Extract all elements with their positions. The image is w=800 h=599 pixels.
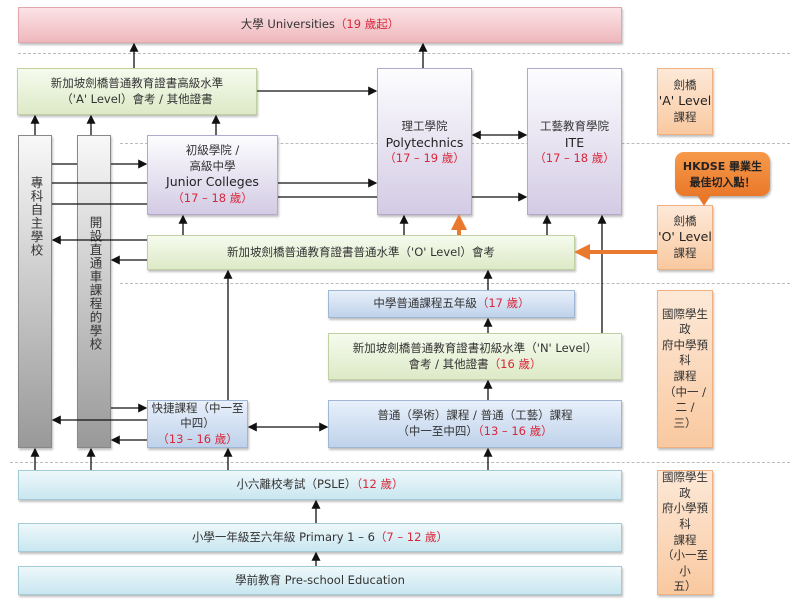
intl-primary-prep-box: 國際學生政 府小學預科 課程 （小一至小 五） (657, 470, 713, 595)
a-level-line2: （'A' Level）會考 / 其他證書 (61, 91, 213, 106)
normal-line1: 普通（學術）課程 / 普通（工藝）課程 (377, 408, 573, 423)
isp-line4: （中一 / 二 / (663, 384, 707, 415)
hkdse-callout: HKDSE 畢業生 最佳切入點！ (675, 152, 770, 206)
express-line1: 快捷課程（中一至中四） (151, 400, 244, 431)
ipp-line5: 五） (673, 579, 697, 594)
jc-line1: 初級學院 / (185, 143, 240, 158)
specialized-schools-label: 專科自主學校 (28, 176, 44, 257)
universities-box: 大學 Universities（19 歲起） (18, 7, 622, 43)
psle-age: （12 歲） (356, 477, 404, 492)
jc-line3: Junior Colleges (166, 174, 259, 190)
cambridge-a-level-course-box: 劍橋 'A' Level 課程 (657, 68, 713, 135)
cam-o-line3: 課程 (673, 245, 697, 260)
cam-a-line3: 課程 (673, 109, 697, 124)
primary-age: （7 – 12 歲） (374, 529, 449, 544)
ipp-line4: （小一至小 (662, 548, 708, 578)
ipp-line1: 國際學生政 (662, 470, 708, 500)
n-level-box: 新加坡劍橋普通教育證書初級水準（'N' Level） 會考 / 其他證書（16 … (328, 333, 622, 380)
cam-a-line2: 'A' Level (658, 93, 712, 109)
poly-age: （17 – 19 歲） (384, 151, 465, 166)
ite-age: （17 – 18 歲） (534, 151, 615, 166)
n-level-line1: 新加坡劍橋普通教育證書初級水準（'N' Level） (352, 340, 598, 355)
o-level-label: 新加坡劍橋普通教育證書普通水準（'O' Level）會考 (227, 244, 495, 259)
cam-o-line1: 劍橋 (673, 213, 697, 228)
normal-course-box: 普通（學術）課程 / 普通（工藝）課程 （中一至中四）（13 – 16 歲） (328, 400, 622, 448)
ipp-line2: 府小學預科 (662, 501, 708, 531)
preschool-label: 學前教育 Pre-school Education (235, 572, 405, 587)
junior-colleges-box: 初級學院 / 高級中學 Junior Colleges （17 – 18 歲） (147, 135, 278, 215)
isp-line1: 國際學生政 (662, 306, 708, 337)
primary-box: 小學一年級至六年級 Primary 1 – 6（7 – 12 歲） (18, 523, 622, 552)
callout-line2: 最佳切入點！ (689, 176, 756, 189)
psle-box: 小六離校考試（PSLE）（12 歲） (18, 470, 622, 500)
isp-line5: 三） (673, 415, 697, 430)
o-level-box: 新加坡劍橋普通教育證書普通水準（'O' Level）會考 (147, 235, 575, 270)
poly-line1: 理工學院 (401, 119, 448, 133)
sec5-label: 中學普通課程五年級 (373, 296, 477, 311)
normal-line2: （中一至中四） (397, 424, 478, 438)
psle-label: 小六離校考試（PSLE） (236, 477, 357, 492)
ite-box: 工藝教育學院 ITE （17 – 18 歲） (527, 68, 622, 215)
n-level-age: （16 歲） (488, 356, 542, 371)
cam-o-line2: 'O' Level (658, 229, 712, 245)
universities-age: （19 歲起） (334, 17, 400, 32)
jc-age: （17 – 18 歲） (172, 191, 253, 206)
primary-label: 小學一年級至六年級 Primary 1 – 6 (191, 529, 375, 544)
express-course-box: 快捷課程（中一至中四） （13 – 16 歲） (147, 400, 248, 448)
preschool-box: 學前教育 Pre-school Education (18, 566, 622, 595)
ite-line2: ITE (564, 134, 585, 150)
divider (10, 462, 790, 463)
cam-a-line1: 劍橋 (673, 77, 697, 92)
normal-age: （13 – 16 歲） (477, 424, 553, 438)
sec5-age: （17 歲） (476, 296, 530, 311)
divider (120, 283, 790, 284)
specialized-schools-bar: 專科自主學校 (18, 135, 52, 448)
isp-line2: 府中學預科 (662, 337, 708, 368)
polytechnics-box: 理工學院 Polytechnics （17 – 19 歲） (377, 68, 472, 215)
jc-line2: 高級中學 (189, 158, 236, 173)
through-train-schools-bar: 開設直通車課程的學校 (77, 135, 111, 448)
ite-line1: 工藝教育學院 (540, 119, 609, 133)
cambridge-o-level-course-box: 劍橋 'O' Level 課程 (657, 205, 713, 270)
poly-line2: Polytechnics (385, 134, 464, 150)
intl-secondary-prep-box: 國際學生政 府中學預科 課程 （中一 / 二 / 三） (657, 290, 713, 448)
callout-line1: HKDSE 畢業生 (682, 160, 763, 173)
divider (18, 53, 790, 54)
express-age: （13 – 16 歲） (157, 431, 238, 446)
secondary-five-box: 中學普通課程五年級（17 歲） (328, 290, 575, 318)
a-level-line1: 新加坡劍橋普通教育證書高級水準 (50, 75, 224, 90)
isp-line3: 課程 (673, 369, 697, 383)
a-level-box: 新加坡劍橋普通教育證書高級水準 （'A' Level）會考 / 其他證書 (17, 68, 257, 115)
universities-label: 大學 Universities (240, 17, 335, 32)
through-train-schools-label: 開設直通車課程的學校 (87, 216, 103, 351)
n-level-line2: 會考 / 其他證書 (408, 356, 489, 371)
ipp-line3: 課程 (673, 532, 697, 547)
